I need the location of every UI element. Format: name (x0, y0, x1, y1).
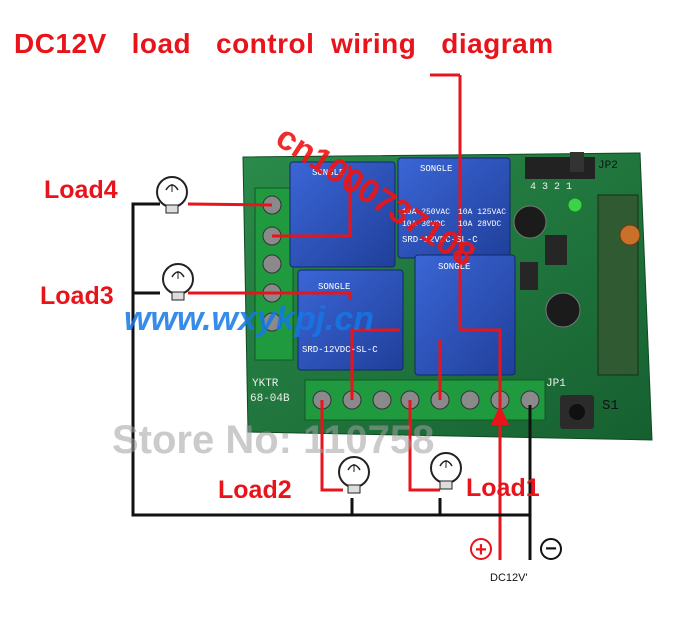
jp1-label: JP1 (546, 378, 566, 390)
rf-module (597, 194, 639, 376)
relay-rating-4: 10A 28VDC (458, 220, 502, 229)
capacitor-2 (545, 292, 581, 328)
supply-label: DC12V' (490, 572, 528, 584)
relay-rating-1: 10A 250VAC (402, 208, 451, 217)
bulb-load2 (338, 456, 370, 494)
relay-k3-brand: SONGLE (420, 164, 453, 174)
s1-label: S1 (602, 398, 619, 414)
left-terminal-block (254, 187, 294, 361)
jp2-header (525, 157, 595, 179)
relay-k2-brand: SONGLE (318, 282, 351, 292)
load2-label: Load2 (218, 476, 292, 504)
neutral-wires (131, 202, 532, 560)
store-watermark: Store No: 110758 (112, 418, 435, 462)
load2-wire (320, 400, 343, 492)
capacitor-1 (513, 205, 547, 239)
board-model-line1: YKTR (252, 378, 279, 390)
relay-k4 (289, 161, 396, 268)
relay-k3-model: SRD-12VDC-SL-C (402, 235, 478, 245)
neutral-bus (131, 202, 532, 560)
relay-k2-model: SRD-12VDC-SL-C (302, 345, 378, 355)
bulb-load3 (162, 263, 194, 301)
jp2-label: JP2 (598, 160, 618, 172)
header-pin-numbers: 4 3 2 1 (530, 182, 573, 193)
load4-wire (187, 202, 273, 207)
antenna-coil (619, 224, 641, 246)
load1-wire (408, 400, 440, 492)
relays (289, 157, 516, 376)
relay-k4-brand: SONGLE (312, 168, 345, 178)
load1-label: Load1 (466, 474, 540, 502)
load3-label: Load3 (40, 282, 114, 310)
diagram-title: DC12V load control wiring diagram (14, 28, 554, 59)
board-model-line2: 68-04B (250, 393, 290, 405)
bulb-load4 (156, 176, 188, 214)
site-watermark: www.wxykpj.cn (124, 300, 375, 338)
relay-rating-3: 10A 30VDC (402, 220, 446, 229)
hot-wires (187, 73, 502, 560)
status-led (567, 197, 583, 213)
plus-sign: + (470, 538, 492, 560)
plus-arrow (491, 405, 509, 425)
relay-rating-2: 10A 125VAC (458, 208, 507, 217)
minus-sign: − (540, 538, 562, 560)
relay-k1-brand: SONGLE (438, 262, 471, 272)
bottom-terminal-block (304, 379, 546, 421)
bulb-load1 (430, 452, 462, 490)
load4-label: Load4 (44, 176, 118, 204)
board-components (513, 152, 641, 429)
